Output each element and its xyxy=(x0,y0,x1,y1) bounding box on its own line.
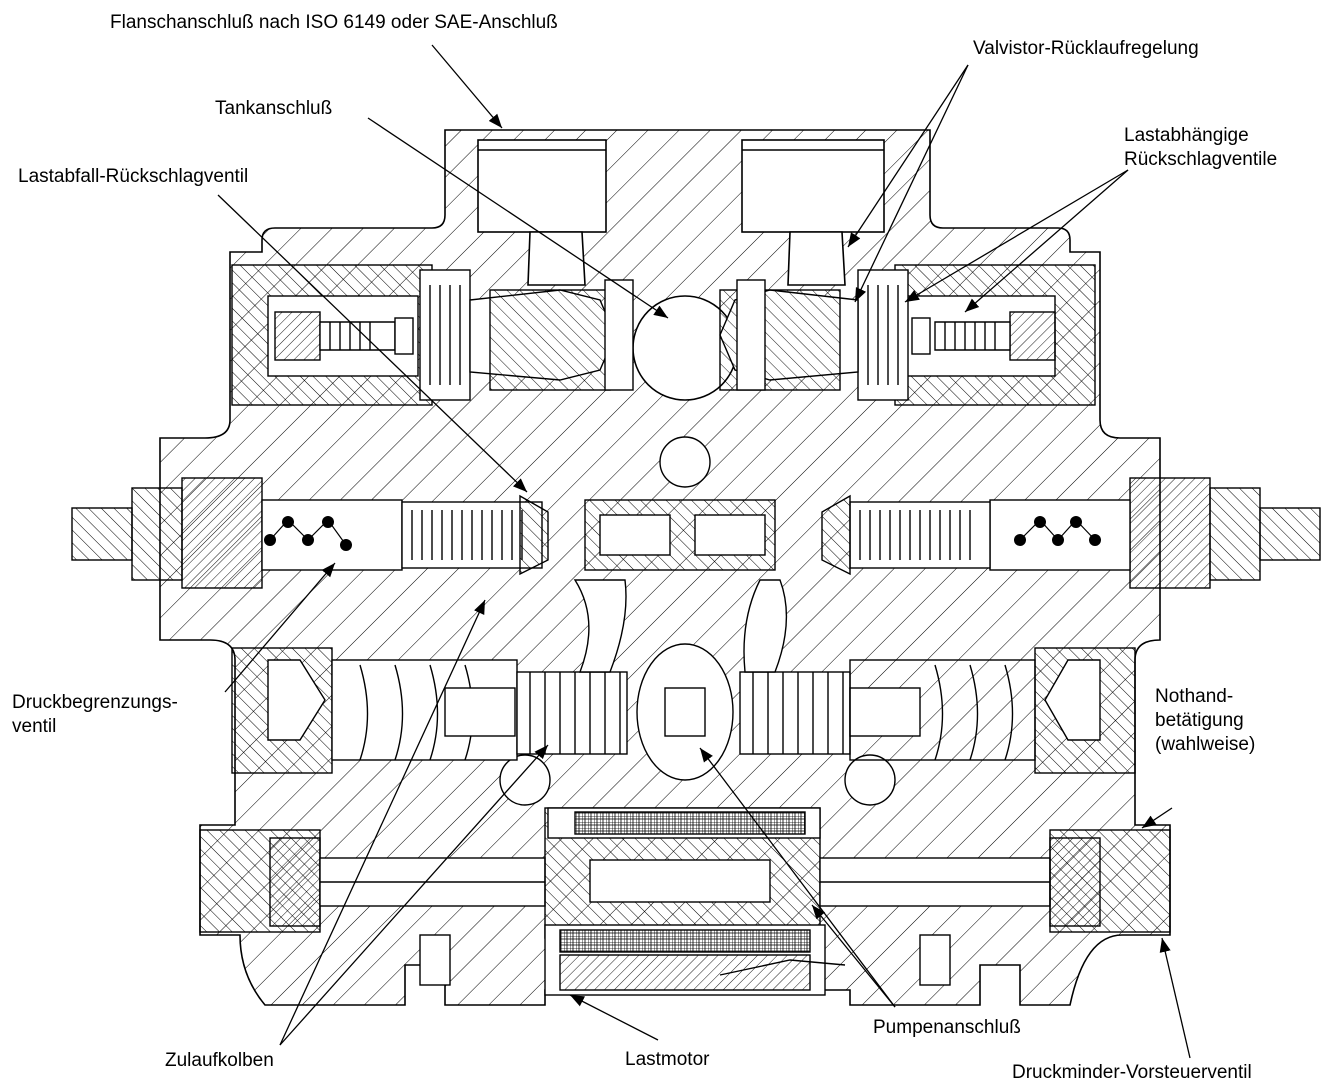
leader-valvistor-2 xyxy=(847,64,969,248)
label-pressure-relief-2: ventil xyxy=(12,716,57,737)
label-load-drop: Lastabfall-Rückschlagventil xyxy=(18,166,249,187)
label-reducing-valve: Druckminder-Vorsteuerventil xyxy=(1012,1062,1252,1083)
leader-pump-1 xyxy=(699,747,896,1008)
label-pump-port: Pumpenanschluß xyxy=(873,1017,1021,1038)
leader-load-drop xyxy=(217,194,528,493)
middle-left-assembly xyxy=(71,477,549,589)
leader-reducing-valve xyxy=(1159,937,1191,1059)
spool-row xyxy=(231,579,1136,781)
label-flange: Flanschanschluß nach ISO 6149 oder SAE-A… xyxy=(110,12,558,33)
port-left xyxy=(477,139,607,233)
label-manual-3: (wahlweise) xyxy=(1155,734,1256,755)
small-bore-2 xyxy=(499,754,551,806)
label-load-motor: Lastmotor xyxy=(625,1049,710,1070)
middle-left-dots xyxy=(264,516,352,551)
leader-lines xyxy=(217,44,1191,1059)
leader-load-motor xyxy=(569,994,659,1041)
leader-manual xyxy=(1141,807,1173,829)
leader-pump-2 xyxy=(811,904,896,1008)
top-ports xyxy=(477,139,885,286)
leader-load-dependent-1 xyxy=(964,169,1129,313)
middle-center-assembly xyxy=(584,499,776,571)
label-tank: Tankanschluß xyxy=(215,98,333,119)
port-right xyxy=(741,139,885,233)
label-manual-2: betätigung xyxy=(1155,710,1244,731)
label-pressure-relief-1: Druckbegrenzungs- xyxy=(12,692,178,713)
small-bore-3 xyxy=(844,754,896,806)
label-manual-1: Nothand- xyxy=(1155,686,1234,707)
leader-valvistor-1 xyxy=(854,64,969,303)
label-valvistor: Valvistor-Rücklaufregelung xyxy=(973,38,1199,59)
label-inlet-spool: Zulaufkolben xyxy=(165,1050,274,1071)
leader-load-dependent-2 xyxy=(904,169,1129,303)
label-load-dependent-1: Lastabhängige xyxy=(1124,125,1249,146)
middle-right-assembly xyxy=(821,477,1321,589)
small-bore-1 xyxy=(659,436,711,488)
leader-inlet-spool-2 xyxy=(279,599,486,1046)
leader-tank xyxy=(367,117,669,319)
leader-inlet-spool-1 xyxy=(279,744,549,1046)
label-load-dependent-2: Rückschlagventile xyxy=(1124,149,1278,170)
leader-pressure-relief xyxy=(224,562,336,693)
leader-flange xyxy=(431,44,503,129)
lower-row xyxy=(199,807,1171,996)
middle-right-dots xyxy=(1014,516,1101,546)
